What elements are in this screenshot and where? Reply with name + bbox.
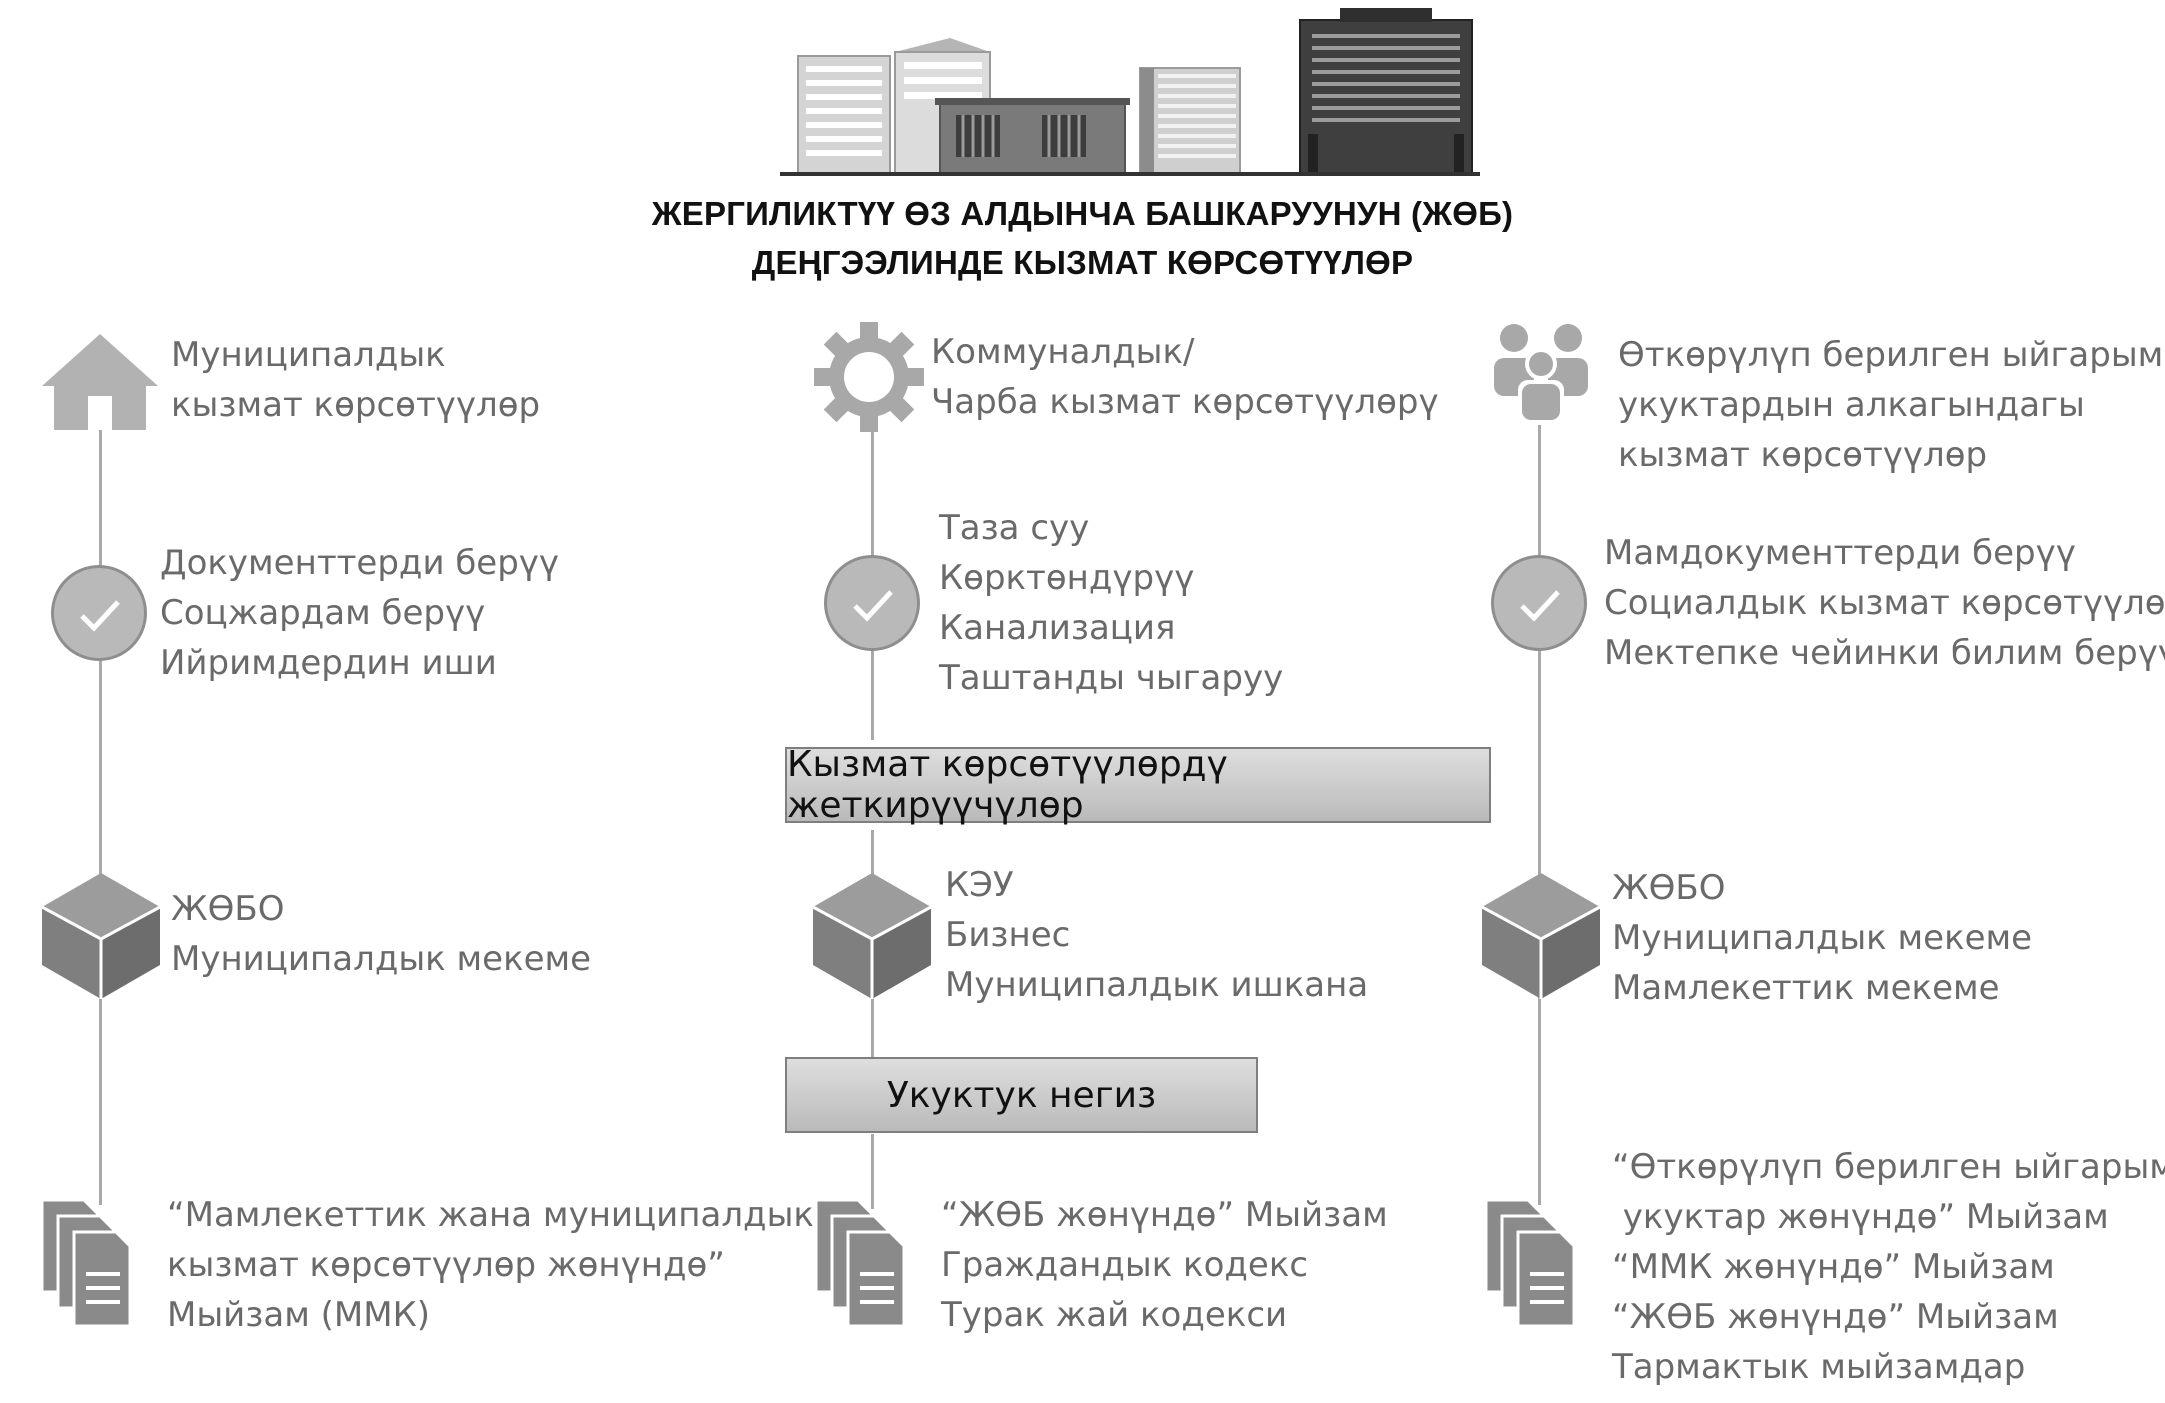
right-services: Мамдокументтерди берүү Социалдык кызмат … [1604,528,2165,678]
middle-header: Коммуналдык/ Чарба кызмат көрсөтүүлөрү [931,327,1439,427]
left-law-item: Мыйзам (ММК) [167,1295,430,1335]
cube-icon [41,873,161,999]
right-service-item: Мамдокументтерди берүү [1604,533,2076,573]
middle-service-item: Таштанды чыгаруу [939,658,1284,698]
right-header-line: укуктардын алкагындагы [1618,385,2085,425]
right-header: Өткөрүлүп берилген ыйгарым укуктардын ал… [1618,330,2163,480]
middle-law-item: Граждандык кодекс [941,1245,1309,1285]
middle-service-item: Көрктөндүрүү [939,558,1195,598]
left-law-item: “Мамлекеттик жана муниципалдык [167,1195,814,1235]
check-icon [80,600,120,632]
buildings-icon [780,8,1480,176]
right-law-item: “Өткөрүлүп берилген ыйгарым [1612,1147,2165,1187]
right-law-item: “ЖӨБ жөнүндө” Мыйзам [1612,1297,2059,1337]
middle-service-item: Таза суу [939,508,1090,548]
people-icon [1494,324,1588,420]
middle-laws: “ЖӨБ жөнүндө” Мыйзам Граждандык кодекс Т… [941,1190,1388,1340]
documents-icon [1484,1198,1576,1328]
right-header-line: Өткөрүлүп берилген ыйгарым [1618,335,2164,375]
middle-providers: КЭУ Бизнес Муниципалдык ишкана [945,860,1368,1010]
middle-header-line: Чарба кызмат көрсөтүүлөрү [931,382,1439,422]
documents-icon [40,1198,132,1328]
documents-icon [814,1198,906,1328]
middle-header-line: Коммуналдык/ [931,332,1195,372]
left-header: Муниципалдык кызмат көрсөтүүлөр [171,330,540,430]
check-icon [853,590,893,622]
middle-check-circle [824,555,920,651]
right-service-item: Мектепке чейинки билим берүү [1604,633,2165,673]
left-services: Документтерди берүү Соцжардам берүү Ийри… [160,538,559,688]
left-provider-item: Муниципалдык мекеме [171,939,592,979]
right-provider-item: Мамлекеттик мекеме [1612,968,2000,1008]
left-header-line: кызмат көрсөтүүлөр [171,385,541,425]
page-subtitle: ДЕҢГЭЭЛИНДЕ КЫЗМАТ КӨРСӨТҮҮЛӨР [751,244,1414,281]
middle-service-item: Канализация [939,608,1176,648]
left-service-item: Документтерди берүү [160,543,560,583]
left-provider-item: ЖӨБО [171,889,285,929]
right-providers: ЖӨБО Муниципалдык мекеме Мамлекеттик мек… [1612,863,2032,1013]
right-service-item: Социалдык кызмат көрсөтүүлөр [1604,583,2165,623]
house-icon [42,334,158,430]
gear-icon [814,322,924,432]
check-icon [1520,590,1560,622]
middle-provider-item: Муниципалдык ишкана [945,965,1369,1005]
left-service-item: Соцжардам берүү [160,593,486,633]
legal-basis-banner: Укуктук негиз [785,1057,1258,1133]
middle-provider-item: Бизнес [945,915,1071,955]
left-header-line: Муниципалдык [171,335,446,375]
left-connector-line [99,425,102,1205]
right-law-item: укуктар жөнүндө” Мыйзам [1612,1197,2109,1237]
right-header-line: кызмат көрсөтүүлөр [1618,435,1988,475]
left-laws: “Мамлекеттик жана муниципалдык кызмат кө… [167,1190,814,1340]
cube-icon [812,873,932,999]
middle-law-item: Турак жай кодекси [941,1295,1288,1335]
right-law-item: Тармактык мыйзамдар [1612,1347,2026,1387]
cube-icon [1481,873,1601,999]
right-connector-line [1538,425,1541,1205]
middle-law-item: “ЖӨБ жөнүндө” Мыйзам [941,1195,1388,1235]
left-service-item: Ийримдердин иши [160,643,497,683]
middle-connector-line-3 [871,1134,874,1209]
left-law-item: кызмат көрсөтүүлөр жөнүндө” [167,1245,725,1285]
right-check-circle [1491,555,1587,651]
left-providers: ЖӨБО Муниципалдык мекеме [171,884,591,984]
page-title: ЖЕРГИЛИКТҮҮ ӨЗ АЛДЫНЧА БАШКАРУУНУН (ЖӨБ) [651,195,1514,232]
middle-services: Таза суу Көрктөндүрүү Канализация Таштан… [939,503,1283,703]
right-laws: “Өткөрүлүп берилген ыйгарым укуктар жөнү… [1612,1142,2165,1392]
left-check-circle [51,565,147,661]
right-provider-item: ЖӨБО [1612,868,1726,908]
middle-provider-item: КЭУ [945,865,1014,905]
right-provider-item: Муниципалдык мекеме [1612,918,2033,958]
providers-banner: Кызмат көрсөтүүлөрдү жеткирүүчүлөр [785,744,1491,826]
right-law-item: “ММК жөнүндө” Мыйзам [1612,1247,2055,1287]
